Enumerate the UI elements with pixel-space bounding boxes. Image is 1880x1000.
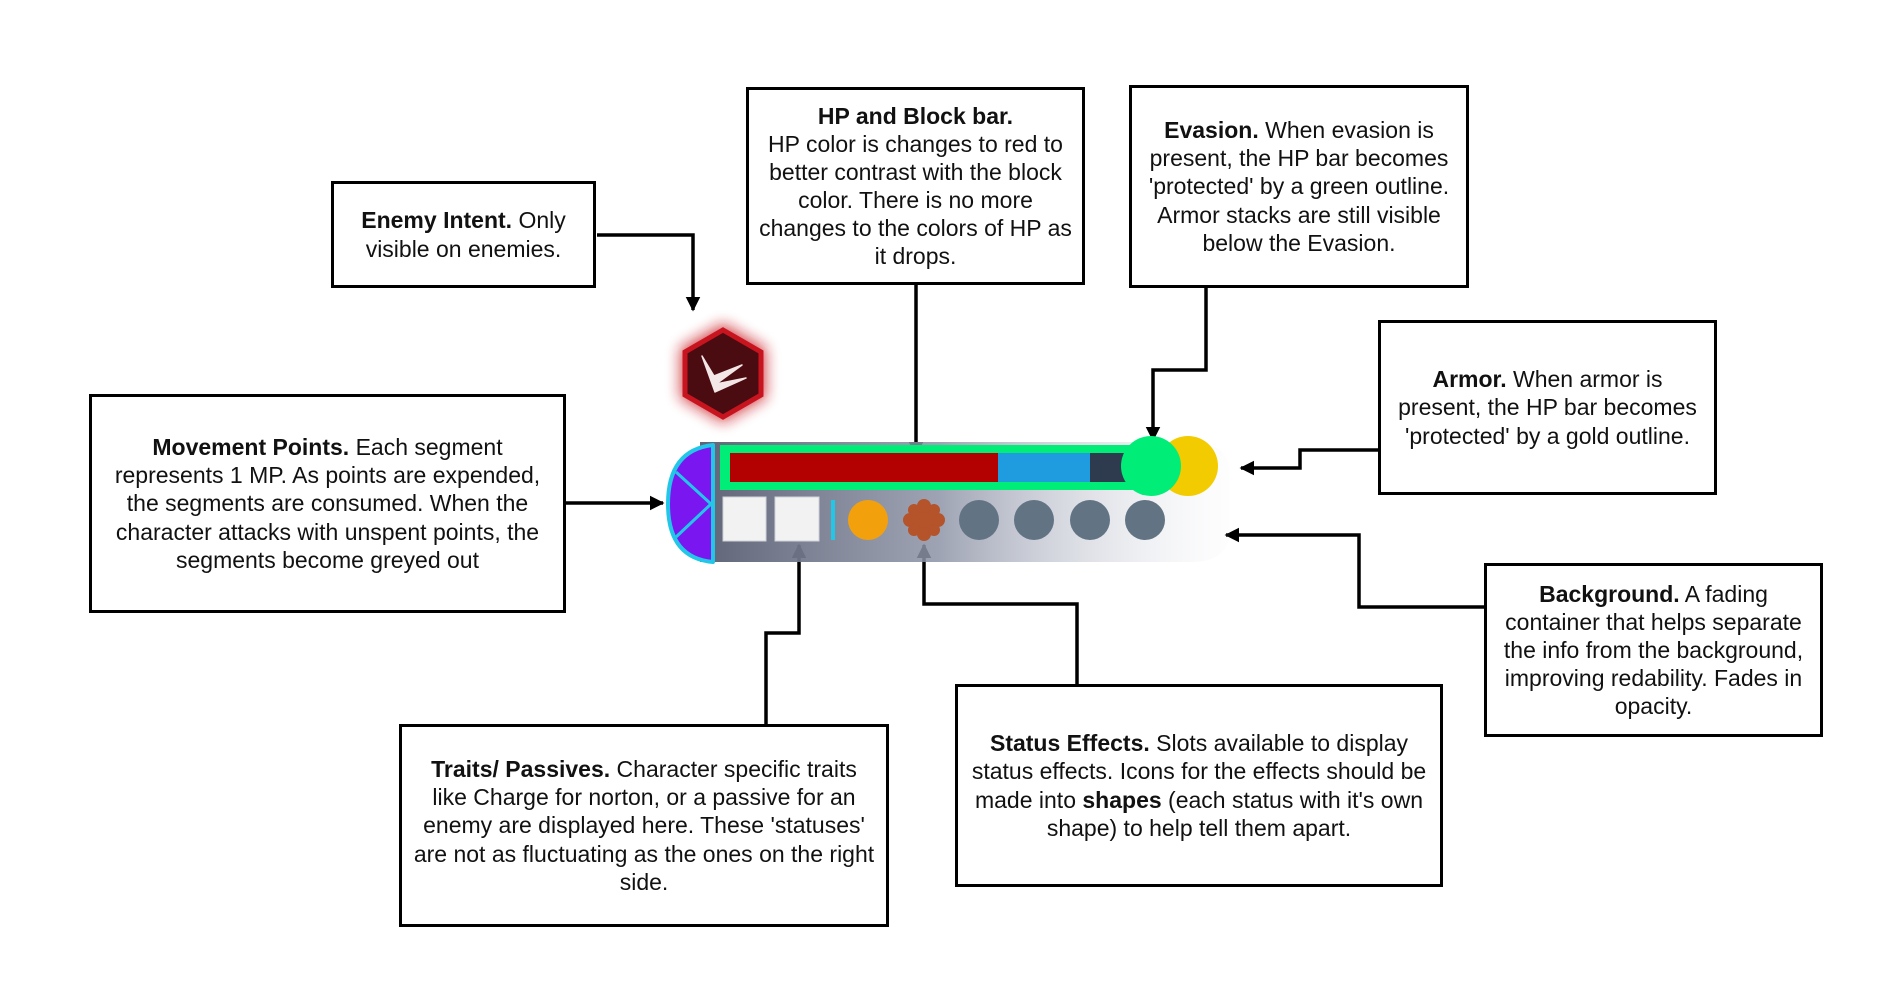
trait-slot — [774, 496, 820, 542]
callout-title: Movement Points. — [152, 434, 350, 461]
callout-body: Only visible on enemies. — [365, 207, 566, 262]
hp-fill — [730, 453, 998, 482]
callout-title: Enemy Intent. — [361, 207, 513, 234]
callout-title: Background. — [1539, 580, 1680, 607]
arrow-traits — [764, 543, 807, 724]
status-slot-empty — [1070, 500, 1110, 540]
callout-evasion: Evasion. When evasion is present, the HP… — [1129, 85, 1469, 288]
callout-body: A fading container that helps separate t… — [1503, 580, 1804, 720]
movement-points-cap — [666, 443, 715, 564]
evasion-indicator — [1121, 436, 1181, 496]
callout-emphasis: shapes — [1082, 786, 1162, 813]
callout-enemy-intent: Enemy Intent. Only visible on enemies. — [331, 181, 596, 288]
callout-body: Each segment represents 1 MP. As points … — [114, 434, 541, 573]
status-slot-orange — [848, 500, 888, 540]
callout-background: Background. A fading container that help… — [1484, 563, 1823, 737]
callout-body: Character specific traits like Charge fo… — [413, 756, 875, 895]
callout-hp-block: HP and Block bar.HP color is changes to … — [746, 87, 1085, 285]
arrow-background — [1224, 527, 1484, 609]
callout-title: Status Effects. — [989, 730, 1150, 757]
callout-armor: Armor. When armor is present, the HP bar… — [1378, 320, 1717, 495]
callout-traits: Traits/ Passives. Character specific tra… — [399, 724, 889, 927]
hp-block-bar — [720, 445, 1146, 490]
callout-body-end: (each status with it's own shape) to hel… — [1046, 786, 1423, 841]
callout-status-effects: Status Effects. Slots available to displ… — [955, 684, 1443, 887]
callout-title: HP and Block bar. — [817, 102, 1014, 129]
status-slot-empty — [1125, 500, 1165, 540]
callout-title: Evasion. — [1164, 117, 1259, 144]
callout-body: When evasion is present, the HP bar beco… — [1148, 117, 1450, 256]
callout-movement-points: Movement Points. Each segment represents… — [89, 394, 566, 613]
block-fill — [998, 453, 1090, 482]
trait-slot — [722, 496, 767, 542]
callout-title: Armor. — [1432, 366, 1507, 393]
callout-body: HP color is changes to red to better con… — [759, 130, 1072, 270]
enemy-intent-icon — [680, 323, 766, 423]
status-slot-brown — [903, 499, 945, 541]
callout-body: Slots available to display status effect… — [971, 730, 1427, 813]
callout-title: Traits/ Passives. — [431, 756, 611, 783]
callout-body: When armor is present, the HP bar become… — [1398, 366, 1697, 449]
arrow-armor — [1239, 448, 1378, 476]
arrow-status — [916, 543, 1079, 684]
status-slot-empty — [959, 500, 999, 540]
status-slot-empty — [1014, 500, 1054, 540]
arrow-evasion — [1145, 288, 1208, 442]
arrow-enemy-intent — [597, 233, 701, 312]
